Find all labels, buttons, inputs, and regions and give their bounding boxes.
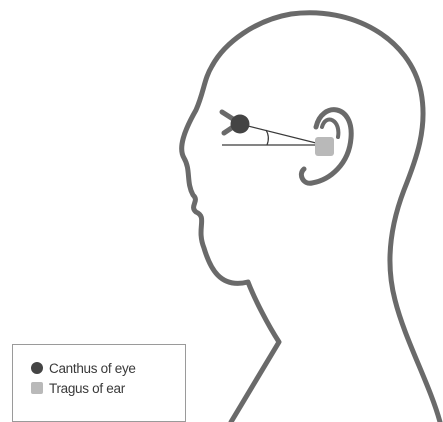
head-outline [182, 13, 440, 422]
legend-item-tragus: Tragus of ear [31, 379, 185, 397]
angle-arc [266, 130, 268, 145]
dark-circle-icon [31, 362, 43, 374]
canthus-tragus-line [240, 124, 324, 145]
tragus-marker [315, 137, 334, 156]
legend-label-tragus: Tragus of ear [49, 381, 125, 396]
canthus-marker [231, 115, 250, 134]
light-gray-square-icon [31, 382, 43, 394]
legend-item-canthus: Canthus of eye [31, 359, 185, 377]
ear-inner-curve [322, 120, 338, 137]
eyelid-upper-stroke [222, 112, 233, 119]
legend-label-canthus: Canthus of eye [49, 361, 136, 376]
legend-box: Canthus of eye Tragus of ear [12, 344, 186, 422]
